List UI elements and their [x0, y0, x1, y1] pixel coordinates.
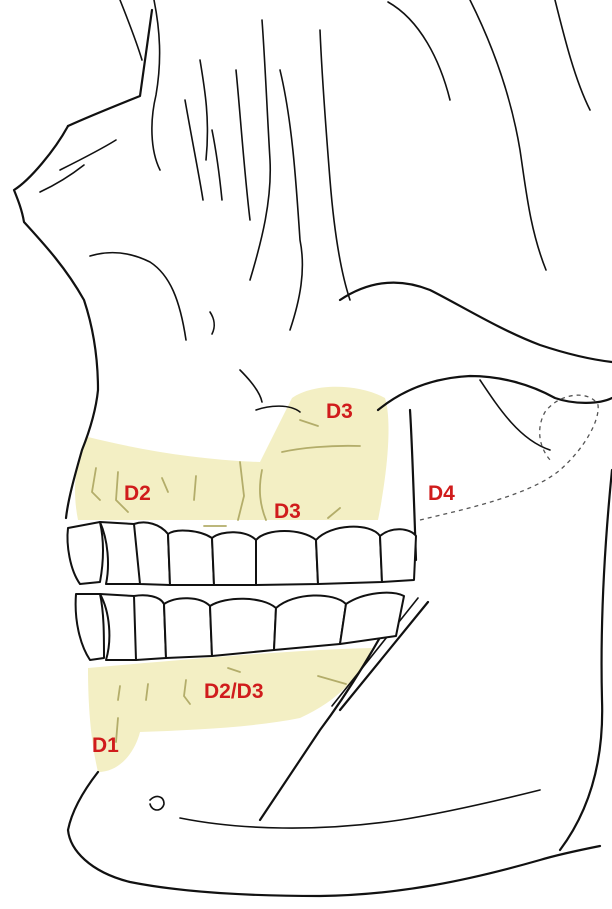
label-d4-tuberosity: D4	[428, 482, 455, 505]
label-d1-symphysis: D1	[92, 734, 119, 757]
label-d2-maxilla: D2	[124, 482, 151, 505]
zone-mandible-anterior	[88, 648, 372, 772]
nasal-bone-line	[68, 10, 152, 126]
ramus-line	[560, 470, 612, 850]
mandible-lower-edge	[68, 772, 600, 896]
label-d3-upper: D3	[326, 400, 353, 423]
zygomatic-arch	[340, 283, 612, 362]
upper-dentition	[68, 522, 417, 585]
maxilla-lower-edge	[378, 376, 612, 410]
label-d2d3-mandible: D2/D3	[204, 680, 264, 703]
label-d3-maxilla: D3	[274, 500, 301, 523]
mental-foramen	[150, 797, 164, 810]
